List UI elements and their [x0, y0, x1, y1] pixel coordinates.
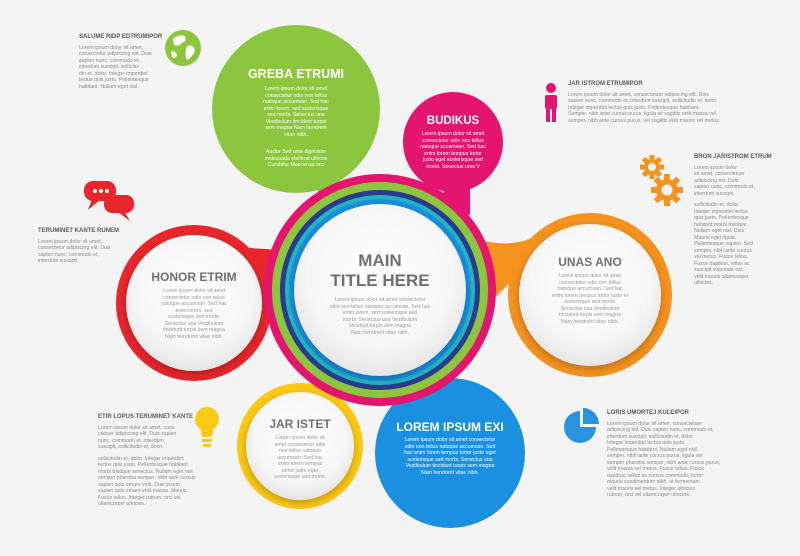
blue-circle-title: LOREM IPSUM EXI — [396, 420, 504, 434]
side-chat-title: TERUMINET KANTE RUNEM — [38, 228, 119, 234]
orange-circle-body: Lorem ipsum dolor sit amet consectetur o… — [552, 273, 628, 325]
orange-circle-title: UNAS ANO — [558, 255, 622, 269]
blue-circle-body: Lorem ipsum dolor sit amet consectetur o… — [404, 437, 496, 476]
side-gears-title: BRON JARISTROM ETRUM — [694, 154, 772, 160]
center-body: Lorem ipsum dolor sit amet consectetur o… — [329, 297, 431, 336]
side-block-gears: BRON JARISTROM ETRUM Lorem ipsum dolor s… — [694, 154, 794, 287]
pink-circle-body: Lorem ipsum dolor sit amet consectetur o… — [420, 131, 486, 170]
side-bulb-body2: sollicitudin et, dolor. Integer imperdie… — [98, 455, 196, 508]
center-rings — [264, 174, 496, 406]
globe-icon — [165, 30, 201, 66]
red-inner-disc — [126, 235, 262, 371]
center-disc — [294, 204, 466, 376]
side-block-globe: SALUME RIDP EDTRUMIPOR Lorem ipsum dolor… — [79, 34, 169, 90]
chat-bubbles-icon — [84, 181, 134, 221]
side-block-bulb: ETIR LOPUS TERUMINET KANTE Lorem ipsum d… — [98, 414, 198, 508]
side-pie-body: Lorem ipsum dolor sit amet, consectetuer… — [607, 420, 721, 499]
side-bulb-title: ETIR LOPUS TERUMINET KANTE — [98, 414, 194, 420]
side-person-title: JAR ISTROM ETRUMIPOR — [568, 81, 643, 87]
red-circle-body: Lorem ipsum dolor sit amet consectetur o… — [161, 288, 227, 340]
side-pie-title: LORIS UMORTEJ KULEIPOR — [607, 410, 690, 416]
pie-chart-icon — [564, 408, 599, 443]
side-chat-body: Lorem ipsum dolor sit amet, consectetur … — [38, 238, 111, 265]
side-block-person: JAR ISTROM ETRUMIPOR Lorem ipsum dolor s… — [568, 81, 738, 124]
yellow-circle-body: Lorem ipsum dolor sit amet consectetur o… — [274, 435, 326, 480]
side-gears-body: Lorem ipsum dolor sit amet, consectetuer… — [694, 164, 755, 197]
side-person-body: Lorem ipsum dolor sit amet, consectetuer… — [568, 91, 721, 124]
orange-inner-disc — [519, 224, 661, 366]
yellow-inner-disc — [246, 392, 354, 500]
green-circle-body: Lorem ipsum dolor sit amet consectetur o… — [263, 86, 329, 138]
green-circle-body2: Auctor Sed uma dignissim malesuada eleif… — [264, 149, 328, 168]
side-block-chat: TERUMINET KANTE RUNEM Lorem ipsum dolor … — [38, 228, 138, 265]
yellow-circle-title: JAR ISTET — [269, 417, 331, 431]
side-globe-body: Lorem ipsum dolor sit amet, consectetur … — [79, 44, 152, 90]
center-title: MAIN TITLE HERE — [330, 251, 430, 291]
side-gears-body2: sollicitudin et, dolor. Integer imperdie… — [694, 202, 753, 286]
green-circle — [212, 25, 380, 193]
side-globe-title: SALUME RIDP EDTRUMIPOR — [79, 34, 163, 40]
side-block-pie: LORIS UMORTEJ KULEIPOR Lorem ipsum dolor… — [607, 410, 737, 499]
side-bulb-body: Lorem ipsum dolor sit amet, cons ctetuer… — [98, 424, 177, 451]
light-bulb-icon — [195, 407, 219, 447]
green-circle-title: GREBA ETRUMI — [247, 67, 345, 81]
pink-circle-title: BUDIKUS — [426, 115, 480, 127]
gears-icon — [640, 155, 683, 206]
pink-circle — [403, 92, 503, 192]
blue-circle — [375, 378, 525, 528]
red-circle-title: HONOR ETRIM — [151, 270, 237, 284]
person-icon — [545, 83, 557, 122]
